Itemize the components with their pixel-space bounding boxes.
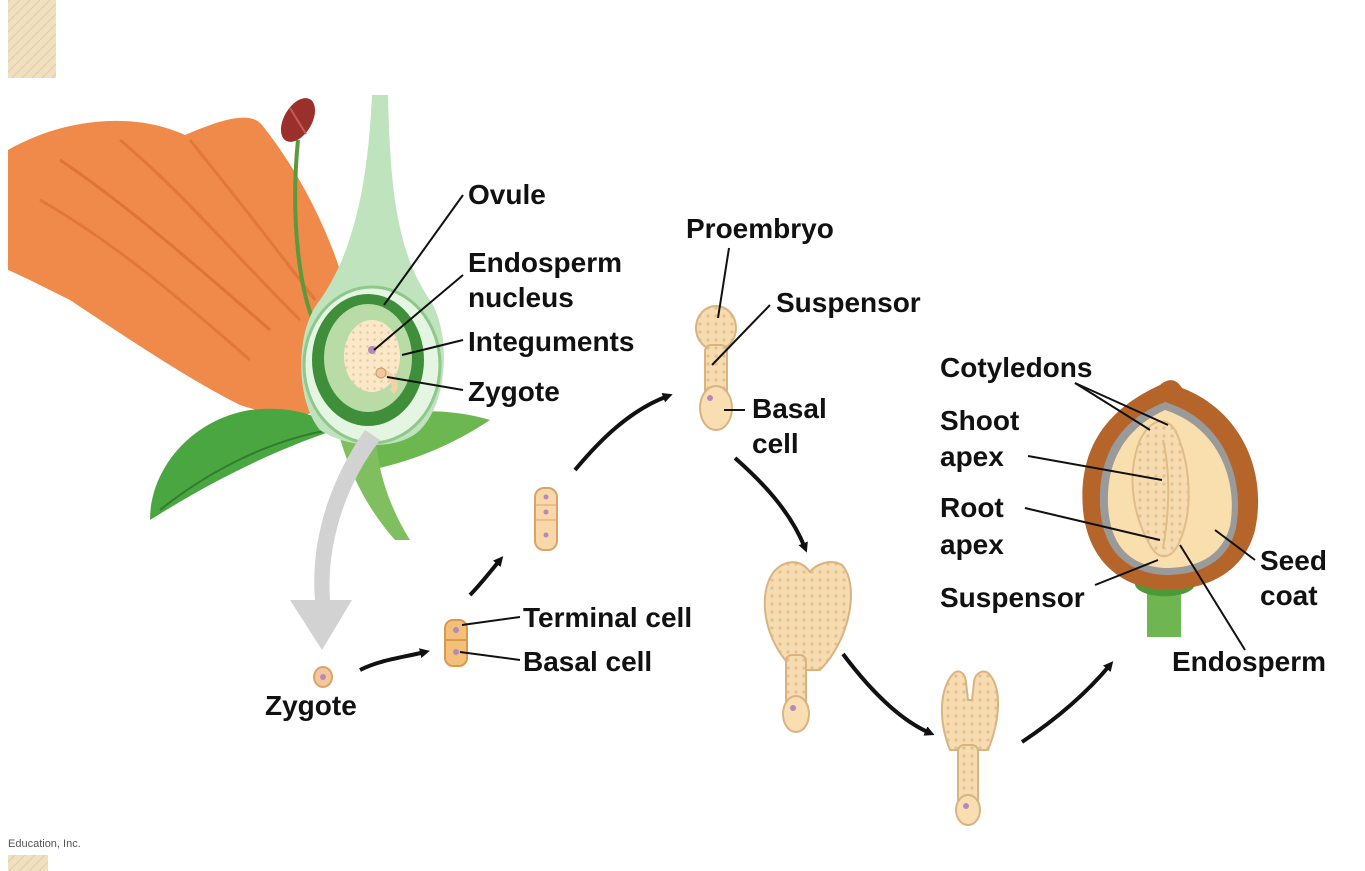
proembryo-stage [696, 306, 736, 430]
label-proembryo: Proembryo [686, 211, 834, 246]
label-integuments: Integuments [468, 324, 634, 359]
label-endosperm-nucleus-line1: Endosperm [468, 245, 622, 280]
two-cell-stage [445, 620, 467, 666]
label-seed-coat-line2: coat [1260, 578, 1318, 613]
credit-text: Education, Inc. [8, 838, 81, 850]
label-ovule: Ovule [468, 177, 546, 212]
flower [8, 92, 490, 650]
label-shoot-apex-line1: Shoot [940, 403, 1019, 438]
four-cell-stage [535, 488, 557, 550]
torpedo-stage [942, 671, 998, 825]
heart-stage [765, 562, 851, 732]
zygote-cell-in-ovule [376, 368, 386, 378]
label-terminal-cell: Terminal cell [523, 600, 692, 635]
label-basal-cell-proembryo-line2: cell [752, 426, 799, 461]
label-root-apex-line1: Root [940, 490, 1004, 525]
corner-texture-bottom [8, 855, 48, 871]
label-suspensor-seed: Suspensor [940, 580, 1085, 615]
label-basal-cell: Basal cell [523, 644, 652, 679]
label-zygote-ovule: Zygote [468, 374, 560, 409]
label-cotyledons: Cotyledons [940, 350, 1092, 385]
label-zygote: Zygote [265, 688, 357, 723]
label-suspensor-proembryo: Suspensor [776, 285, 921, 320]
label-root-apex-line2: apex [940, 527, 1004, 562]
seed [1082, 380, 1258, 637]
cell-leader-lines [460, 617, 520, 660]
leaf-left [150, 409, 335, 520]
label-basal-cell-proembryo-line1: Basal [752, 391, 827, 426]
label-endosperm: Endosperm [1172, 644, 1326, 679]
label-shoot-apex-line2: apex [940, 439, 1004, 474]
corner-texture [8, 0, 56, 78]
label-seed-coat-line1: Seed [1260, 543, 1327, 578]
zygote-cell [314, 667, 332, 687]
label-endosperm-nucleus-line2: nucleus [468, 280, 574, 315]
